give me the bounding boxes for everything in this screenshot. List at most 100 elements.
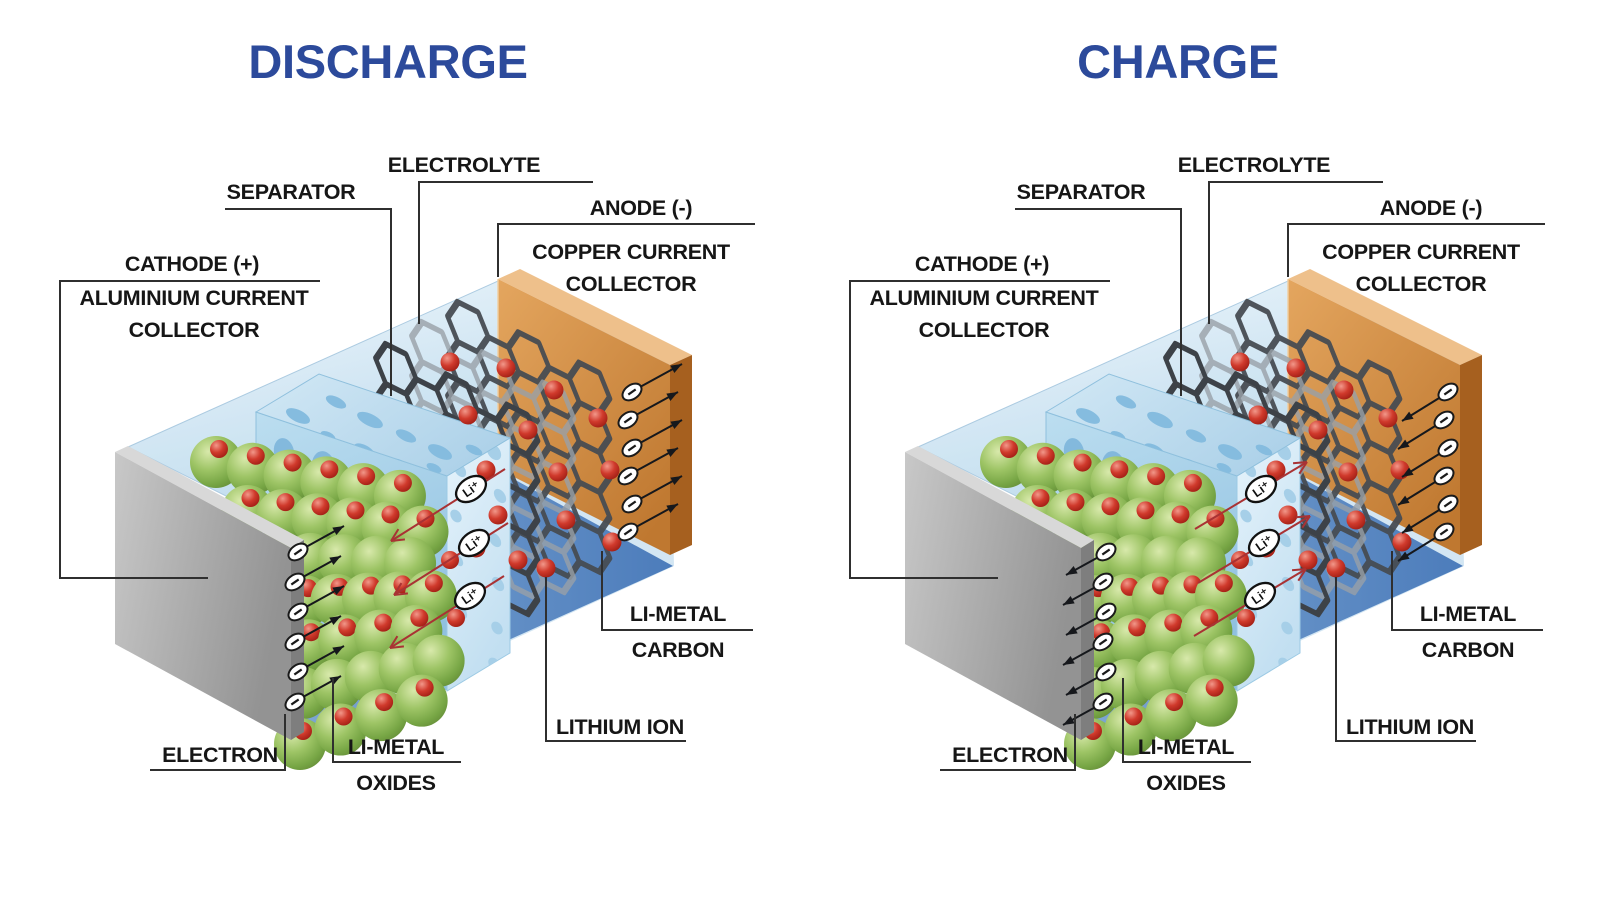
lithium-ion-dot xyxy=(393,473,412,492)
lithium-ion-dot xyxy=(1346,510,1366,530)
panel-title: DISCHARGE xyxy=(248,35,527,88)
oxide-sphere xyxy=(1185,674,1238,727)
minus-symbol xyxy=(293,608,303,616)
electron-icon xyxy=(1433,410,1455,430)
lithium-ion-dot xyxy=(1066,493,1085,512)
label-copper-current-collector: COPPER CURRENT xyxy=(532,240,730,264)
copper-collector-side xyxy=(670,355,692,555)
lithium-ion-dot xyxy=(1031,489,1050,508)
leader-line-cathode xyxy=(59,280,320,579)
label-copper-current-collector-2: COLLECTOR xyxy=(566,272,697,296)
label-li-metal-oxides-2: OXIDES xyxy=(1146,771,1225,795)
minus-symbol xyxy=(1098,578,1108,586)
electron-flow xyxy=(284,363,683,712)
lithium-ion-dot xyxy=(1237,609,1255,627)
electron-icon xyxy=(621,494,643,514)
minus-symbol xyxy=(623,416,633,424)
minus-symbol xyxy=(293,548,303,556)
minus-symbol xyxy=(627,388,637,396)
minus-symbol xyxy=(293,668,303,676)
minus-symbol xyxy=(290,638,300,646)
leader-line-separator xyxy=(1015,208,1182,396)
battery-3d-illustration: Li⁺Li⁺Li⁺DISCHARGEELECTROLYTESEPARATORAN… xyxy=(59,35,755,795)
battery-diagram-discharge: Li⁺Li⁺Li⁺DISCHARGEELECTROLYTESEPARATORAN… xyxy=(59,35,755,795)
li-ion-badge: Li⁺ xyxy=(453,581,487,611)
li-ion-badge: Li⁺ xyxy=(1244,474,1278,504)
lithium-ion-dot xyxy=(488,505,508,525)
electron-icon xyxy=(621,382,643,402)
lithium-ion-dot xyxy=(381,505,400,524)
minus-symbol xyxy=(1098,638,1108,646)
leader-line-oxides xyxy=(1122,678,1251,763)
lithium-ion-dot xyxy=(1164,613,1183,632)
lithium-ion-dot xyxy=(374,613,393,632)
aluminium-current-collector xyxy=(905,452,1081,740)
lithium-ion-dot xyxy=(1298,550,1318,570)
lithium-ion-dot xyxy=(338,618,357,637)
minus-symbol xyxy=(1443,500,1453,508)
lithium-ion-dot xyxy=(1278,505,1298,525)
oxide-sphere xyxy=(1104,703,1157,756)
lithium-ion-dot xyxy=(320,460,339,479)
li-ion-badge: Li⁺ xyxy=(1247,528,1281,558)
leader-line-anode xyxy=(1287,223,1545,277)
lithium-ion-dot xyxy=(476,460,496,480)
oxide-sphere xyxy=(1202,634,1255,687)
minus-symbol xyxy=(1101,548,1111,556)
lithium-ion-dot xyxy=(544,380,564,400)
label-copper-current-collector: COPPER CURRENT xyxy=(1322,240,1520,264)
leader-line-oxides xyxy=(332,678,461,763)
electron-icon xyxy=(284,572,306,592)
lithium-ion-dot xyxy=(440,352,460,372)
lithium-ion-dot xyxy=(1128,618,1147,637)
lithium-ion-dot xyxy=(1124,707,1143,726)
leader-line-electron xyxy=(150,714,286,771)
oxide-sphere xyxy=(355,689,408,742)
lithium-ion-dot xyxy=(1390,460,1410,480)
lithium-ion-dot xyxy=(518,420,538,440)
copper-collector-top xyxy=(498,269,692,365)
electron-icon xyxy=(287,602,309,622)
lithium-ion-dot xyxy=(276,493,295,512)
lithium-ion-dot xyxy=(1147,467,1166,486)
minus-symbol xyxy=(1443,388,1453,396)
oxide-sphere xyxy=(314,703,367,756)
leader-line-electrolyte xyxy=(1208,181,1383,324)
lithium-ion-flow: Li⁺Li⁺Li⁺ xyxy=(389,468,509,649)
lithium-ion-dot xyxy=(1183,473,1202,492)
minus-symbol xyxy=(1101,608,1111,616)
leader-line-anode xyxy=(497,223,755,277)
lithium-ion-dot xyxy=(283,453,302,472)
electron-icon xyxy=(617,410,639,430)
panel-title: CHARGE xyxy=(1077,35,1279,88)
electron-icon xyxy=(1092,632,1114,652)
aluminium-current-collector xyxy=(115,452,291,740)
lithium-ion-dot xyxy=(1101,497,1120,516)
minus-symbol xyxy=(1439,416,1449,424)
lithium-ion-dot xyxy=(1248,405,1268,425)
leader-line-lithium xyxy=(1335,577,1476,742)
electron-icon xyxy=(1095,542,1117,562)
label-cathode: CATHODE (+) xyxy=(125,252,259,276)
lithium-ion-dot xyxy=(311,497,330,516)
lithium-ion-dot xyxy=(1392,532,1412,552)
minus-symbol xyxy=(627,500,637,508)
lithium-ion-dot xyxy=(458,405,478,425)
label-li-metal-carbon: LI-METAL xyxy=(1420,602,1516,626)
leader-line-cathode xyxy=(849,280,1110,579)
lithium-ion-dot xyxy=(1205,678,1224,697)
lithium-ion-dot xyxy=(1136,501,1155,520)
li-ion-badge: Li⁺ xyxy=(457,528,491,558)
lithium-ion-dot xyxy=(447,609,465,627)
label-lithium-ion: LITHIUM ION xyxy=(1346,715,1474,739)
lithium-ion-dot xyxy=(1073,453,1092,472)
lithium-ion-dot xyxy=(1378,408,1398,428)
label-separator: SEPARATOR xyxy=(227,180,356,204)
copper-collector-top xyxy=(1288,269,1482,365)
label-electrolyte: ELECTROLYTE xyxy=(1178,153,1330,177)
lithium-ion-flow: Li⁺Li⁺Li⁺ xyxy=(1193,461,1311,637)
electron-icon xyxy=(1092,692,1114,712)
electron-icon xyxy=(1437,382,1459,402)
